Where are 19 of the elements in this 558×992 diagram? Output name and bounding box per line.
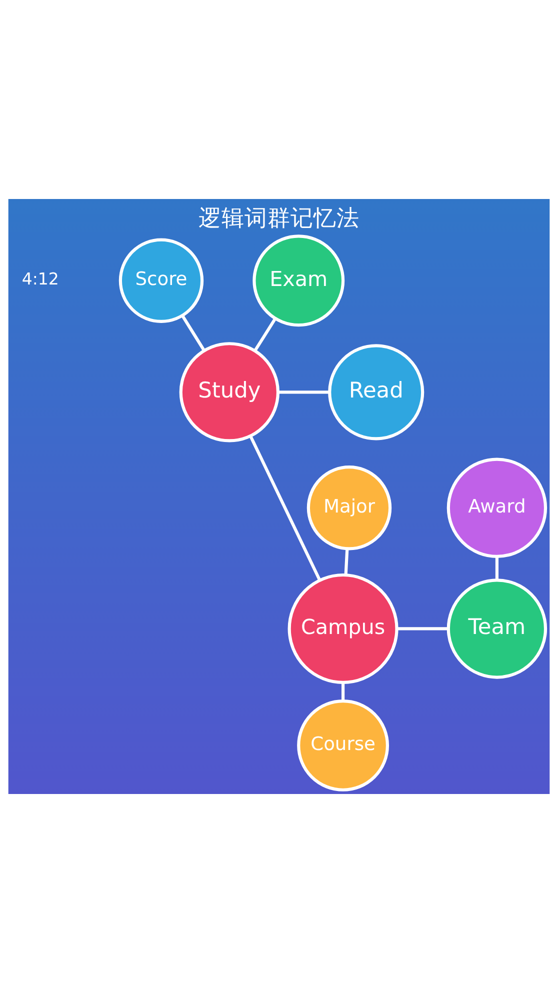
label: 4:12 — [22, 269, 59, 288]
node-circle: Exam — [252, 234, 345, 326]
connector — [396, 626, 448, 630]
connector — [342, 682, 345, 700]
node-circle: Major — [306, 465, 392, 550]
connector — [278, 390, 330, 394]
node-circle: Award — [446, 457, 548, 558]
connector — [495, 556, 498, 580]
node-circle: Score — [118, 238, 204, 322]
node-circle: Campus — [288, 572, 398, 684]
node-circle: Course — [297, 698, 390, 791]
diagram-title: 逻辑词群记忆法 — [198, 204, 360, 231]
connector — [254, 317, 276, 352]
connector — [181, 314, 206, 351]
connector — [249, 434, 322, 580]
node-circle: Team — [446, 578, 548, 678]
node-circle: Study — [179, 342, 280, 442]
node-circle: Read — [328, 344, 424, 440]
connector — [344, 548, 349, 574]
